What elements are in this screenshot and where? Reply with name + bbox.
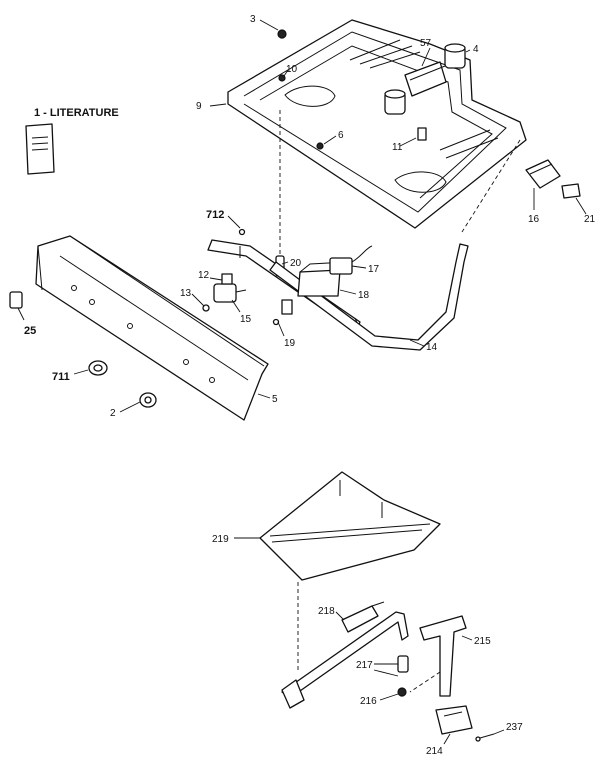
literature-booklet [25,123,55,175]
ignitor-bracket-215 [419,615,467,697]
small-bracket-11 [417,127,427,141]
callout-216: 216 [360,696,377,707]
callout-2: 2 [110,408,116,419]
spacer-217 [397,655,409,673]
broil-burner-tube [281,611,409,709]
callout-10: 10 [286,64,298,75]
manifold-panel [35,235,269,421]
burner-valve-assembly [384,43,466,115]
callout-21: 21 [584,214,596,225]
connector-21 [561,183,581,199]
screw-712 [238,228,246,236]
callout-12: 12 [198,270,210,281]
callout-214: 214 [426,746,443,757]
ignitor-module-17 [329,245,373,275]
bumper-2 [139,392,157,408]
leader-lines [17,19,587,745]
callout-9: 9 [196,101,202,112]
callout-6: 6 [338,130,344,141]
callout-16: 16 [528,214,540,225]
callout-1-literature: 1 - LITERATURE [34,107,119,119]
ignitor-214 [435,705,473,735]
callout-19: 19 [284,338,296,349]
screw-6 [316,142,324,150]
callout-13: 13 [180,288,192,299]
safety-valve-15 [213,283,247,303]
broiler-shield-219 [259,471,441,581]
callout-57: 57 [420,38,432,49]
knob-insert-711 [88,360,108,376]
callout-712: 712 [206,209,224,221]
valve-fitting-12 [221,273,233,285]
burner-tube-14 [269,243,469,351]
callout-3: 3 [250,14,256,25]
callout-217: 217 [356,660,373,671]
callout-4: 4 [473,44,479,55]
callout-215: 215 [474,636,491,647]
callout-219: 219 [212,534,229,545]
callout-237: 237 [506,722,523,733]
clip-25 [9,291,23,309]
callout-5: 5 [272,394,278,405]
callout-15: 15 [240,314,252,325]
callout-20: 20 [290,258,302,269]
callout-14: 14 [426,342,438,353]
screw-3 [277,29,287,39]
nut-216 [397,687,407,697]
callout-218: 218 [318,606,335,617]
screw-19 [272,318,280,326]
callout-25: 25 [24,325,36,337]
bracket-clip-19 [281,299,293,315]
callout-711: 711 [52,371,70,383]
nut-13 [202,304,210,312]
sensor-16 [525,159,561,189]
callout-11: 11 [392,142,403,153]
screw-237 [475,733,495,742]
broil-orifice-218 [341,601,385,633]
callout-18: 18 [358,290,370,301]
screw-10 [278,74,286,82]
callout-17: 17 [368,264,380,275]
burner-box-pan [227,19,527,229]
callout-labels: 3 57 4 10 9 6 11 1 - LITERATURE 712 20 1… [24,14,596,757]
